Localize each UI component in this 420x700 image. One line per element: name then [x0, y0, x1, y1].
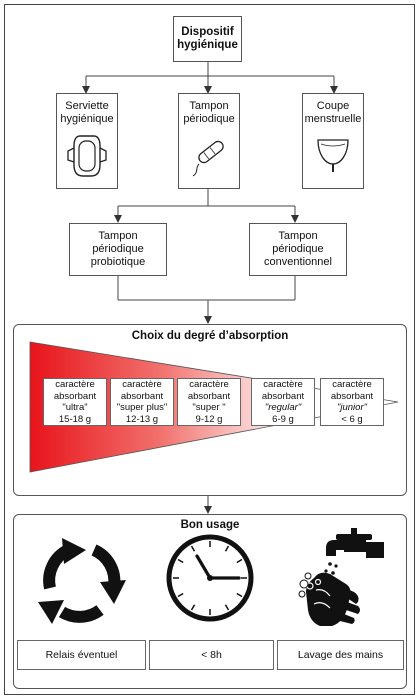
category-label: Serviette hygiénique — [60, 100, 114, 125]
usage-label: Lavage des mains — [297, 649, 384, 661]
absorption-level-super: caractère absorbant "super " 9-12 g — [177, 378, 241, 426]
level-name: "junior" — [337, 402, 367, 413]
level-line1: caractère — [332, 379, 372, 390]
usage-lavage: Lavage des mains — [277, 640, 404, 670]
menstrual-cup-icon — [317, 139, 349, 172]
level-name: "super " — [192, 402, 226, 413]
level-weight: < 6 g — [341, 413, 363, 425]
dispositif-box: Dispositif hygiénique — [173, 16, 242, 62]
level-line1: caractère — [55, 379, 95, 390]
level-name: "ultra" — [62, 402, 88, 413]
clock-icon — [166, 534, 254, 622]
level-line2: absorbant — [120, 390, 164, 402]
absorption-title: Choix du degré d’absorption — [131, 330, 289, 342]
category-tampon: Tampon périodique — [178, 93, 240, 189]
subtype-label: Tampon périodique probiotique — [90, 230, 146, 268]
level-line1: caractère — [122, 379, 162, 390]
usage-label: Relais éventuel — [45, 649, 118, 661]
level-line1: caractère — [263, 379, 303, 390]
level-name: "super plus" — [116, 402, 168, 413]
category-label: Tampon périodique — [183, 100, 235, 125]
dispositif-label-line2: hygiénique — [177, 39, 238, 51]
level-line1: caractère — [189, 379, 229, 390]
usage-duration: < 8h — [149, 640, 274, 670]
level-name: "regular" — [264, 402, 302, 413]
subtype-label: Tampon périodique conventionnel — [264, 230, 332, 268]
level-weight: 15-18 g — [58, 413, 92, 425]
absorption-level-super-plus: caractère absorbant "super plus" 12-13 g — [110, 378, 174, 426]
level-weight: 6-9 g — [272, 413, 294, 425]
absorption-level-ultra: caractère absorbant "ultra" 15-18 g — [43, 378, 107, 426]
level-line2: absorbant — [330, 390, 374, 402]
usage-label: < 8h — [201, 649, 222, 661]
sanitary-pad-icon — [67, 135, 107, 177]
level-line2: absorbant — [53, 390, 97, 402]
absorption-level-junior: caractère absorbant "junior" < 6 g — [320, 378, 384, 426]
usage-relais: Relais éventuel — [17, 640, 146, 670]
subtype-probiotique: Tampon périodique probiotique — [69, 223, 167, 276]
usage-title: Bon usage — [180, 519, 240, 531]
category-coupe: Coupe menstruelle — [302, 93, 364, 189]
level-weight: 9-12 g — [195, 413, 223, 425]
tampon-icon — [192, 140, 224, 177]
diagram-frame — [4, 4, 415, 695]
subtype-conventionnel: Tampon périodique conventionnel — [249, 223, 347, 276]
level-line2: absorbant — [261, 390, 305, 402]
level-line2: absorbant — [187, 390, 231, 402]
category-serviette: Serviette hygiénique — [56, 93, 118, 189]
absorption-level-regular: caractère absorbant "regular" 6-9 g — [251, 378, 315, 426]
category-label: Coupe menstruelle — [304, 100, 362, 125]
recycle-arrows-icon — [38, 538, 126, 624]
level-weight: 12-13 g — [125, 413, 159, 425]
dispositif-label-line1: Dispositif — [181, 26, 234, 38]
hand-washing-icon — [298, 528, 384, 626]
